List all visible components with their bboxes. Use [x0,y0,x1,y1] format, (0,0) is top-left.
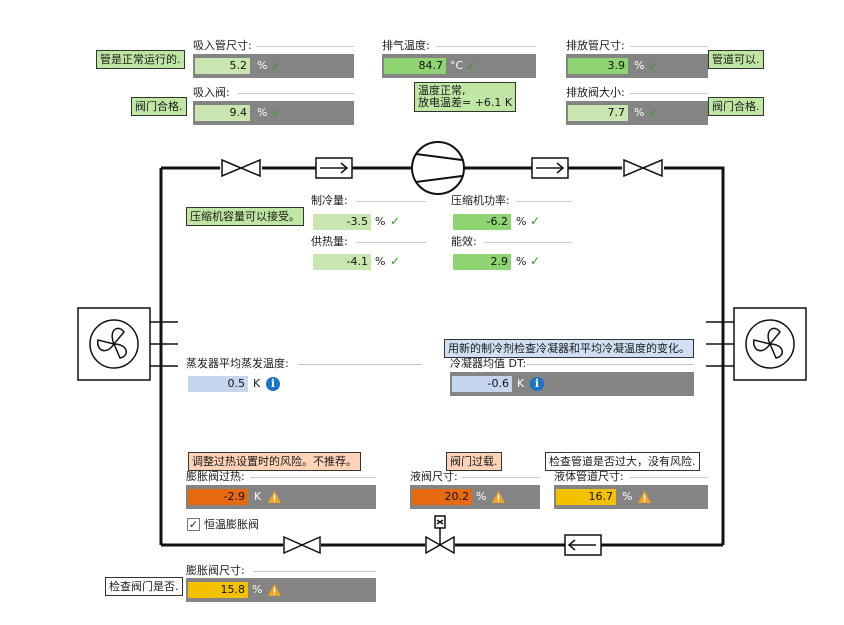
ok-icon: ✓ [530,254,541,268]
liquid-valve-value: 20.2 [412,489,472,505]
liquid-flow-box [564,534,602,556]
cooling-capacity-value: -3.5 [313,214,371,230]
heating-capacity-value: -4.1 [313,254,371,270]
cooling-capacity-label: 制冷量: [311,194,348,207]
suction-valve-symbol [221,158,261,178]
liquid-valve-note: 阀门过载. [446,452,502,471]
liquid-valve-symbol [425,515,455,555]
evaporator-temp-value: 0.5 [188,376,248,392]
discharge-temp-label: 排气温度: [382,39,430,52]
superheat-note: 调整过热设置时的风险。不推荐。 [188,452,361,471]
compressor-power-label: 压缩机功率: [451,194,510,207]
expansion-valve-note: 检查阀门是否. [105,577,183,596]
ok-icon: ✓ [390,214,401,228]
condenser-dt-value: -0.6 [452,376,512,392]
ok-icon: ✓ [271,106,282,120]
superheat-panel: -2.9 K [186,485,376,509]
efficiency-unit: % [516,255,527,268]
suction-line-panel: 5.2 % ✓ [193,54,354,78]
discharge-temp-note: 温度正常, 放电温差= +6.1 K [414,82,517,112]
condenser-dt-panel: -0.6 K i [450,372,694,396]
ok-icon: ✓ [648,106,659,120]
evaporator-temp-unit: K [253,377,261,390]
discharge-temp-panel: 84.7 °C ✓ [382,54,536,78]
ok-icon: ✓ [390,254,401,268]
evaporator-temp-label: 蒸发器平均蒸发温度: [186,357,289,370]
condenser-dt-unit: K [517,377,525,390]
compressor-symbol [411,141,465,195]
liquid-line-note: 检查管道是否过大，没有风险. [545,452,700,471]
cooling-capacity-unit: % [375,215,386,228]
discharge-valve-panel: 7.7 % ✓ [566,101,708,125]
discharge-temp-note-line1: 温度正常, [418,84,466,97]
liquid-line-panel: 16.7 % [554,485,708,509]
suction-line-label: 吸入管尺寸: [193,39,252,52]
discharge-line-label: 排放管尺寸: [566,39,625,52]
expansion-valve-panel: 15.8 % [186,578,376,602]
ok-icon: ✓ [466,59,477,73]
info-icon[interactable]: i [530,377,544,391]
liquid-line-label: 液体管道尺寸: [554,470,624,483]
condenser-note: 用新的制冷剂检查冷凝器和平均冷凝温度的变化。 [444,339,694,358]
discharge-temp-unit: °C [450,59,464,72]
suction-valve-value: 9.4 [195,105,250,121]
suction-valve-unit: % [257,106,268,119]
suction-flow-box [315,157,353,179]
discharge-line-note: 管道可以. [708,50,764,69]
compressor-note: 压缩机容量可以接受。 [186,207,304,226]
discharge-valve-unit: % [634,106,645,119]
warning-icon [638,491,651,503]
suction-line-value: 5.2 [195,58,250,74]
ok-icon: ✓ [648,59,659,73]
discharge-valve-value: 7.7 [568,105,628,121]
discharge-temp-value: 84.7 [384,58,446,74]
liquid-valve-unit: % [476,490,487,503]
liquid-line-unit: % [622,490,633,503]
compressor-power-unit: % [516,215,527,228]
suction-valve-label: 吸入阀: [193,86,230,99]
ok-icon: ✓ [271,59,282,73]
suction-valve-panel: 9.4 % ✓ [193,101,354,125]
expansion-valve-label: 膨胀阀尺寸: [186,564,245,577]
efficiency-label: 能效: [451,235,477,248]
discharge-temp-note-line2: 放电温差= +6.1 K [418,96,513,109]
evaporator-unit [77,307,178,381]
compressor-power-value: -6.2 [453,214,511,230]
condenser-dt-label: 冷凝器均值 DT: [450,357,527,370]
heating-capacity-unit: % [375,255,386,268]
liquid-line-value: 16.7 [556,489,616,505]
superheat-unit: K [254,490,262,503]
warning-icon [268,584,281,596]
thermo-valve-checkbox[interactable]: ✓ [187,518,200,531]
warning-icon [492,491,505,503]
condenser-unit [706,307,807,381]
expansion-valve-value: 15.8 [188,582,248,598]
expansion-valve-unit: % [252,583,263,596]
discharge-valve-label: 排放阀大小: [566,86,625,99]
info-icon[interactable]: i [266,377,280,391]
ok-icon: ✓ [530,214,541,228]
suction-line-note: 管是正常运行的. [96,50,185,69]
discharge-line-unit: % [634,59,645,72]
thermo-valve-label[interactable]: 恒温膨胀阀 [204,518,259,531]
expansion-valve-symbol [283,535,321,555]
liquid-valve-panel: 20.2 % [410,485,540,509]
efficiency-value: 2.9 [453,254,511,270]
superheat-value: -2.9 [188,489,248,505]
suction-valve-note: 阀门合格. [131,97,187,116]
suction-line-unit: % [257,59,268,72]
discharge-line-value: 3.9 [568,58,628,74]
discharge-line-panel: 3.9 % ✓ [566,54,708,78]
heating-capacity-label: 供热量: [311,235,348,248]
discharge-valve-symbol [623,158,663,178]
liquid-valve-label: 液阀尺寸: [410,470,458,483]
superheat-label: 膨胀阀过热: [186,470,245,483]
discharge-flow-box [531,157,569,179]
discharge-valve-note: 阀门合格. [708,97,764,116]
warning-icon [268,491,281,503]
